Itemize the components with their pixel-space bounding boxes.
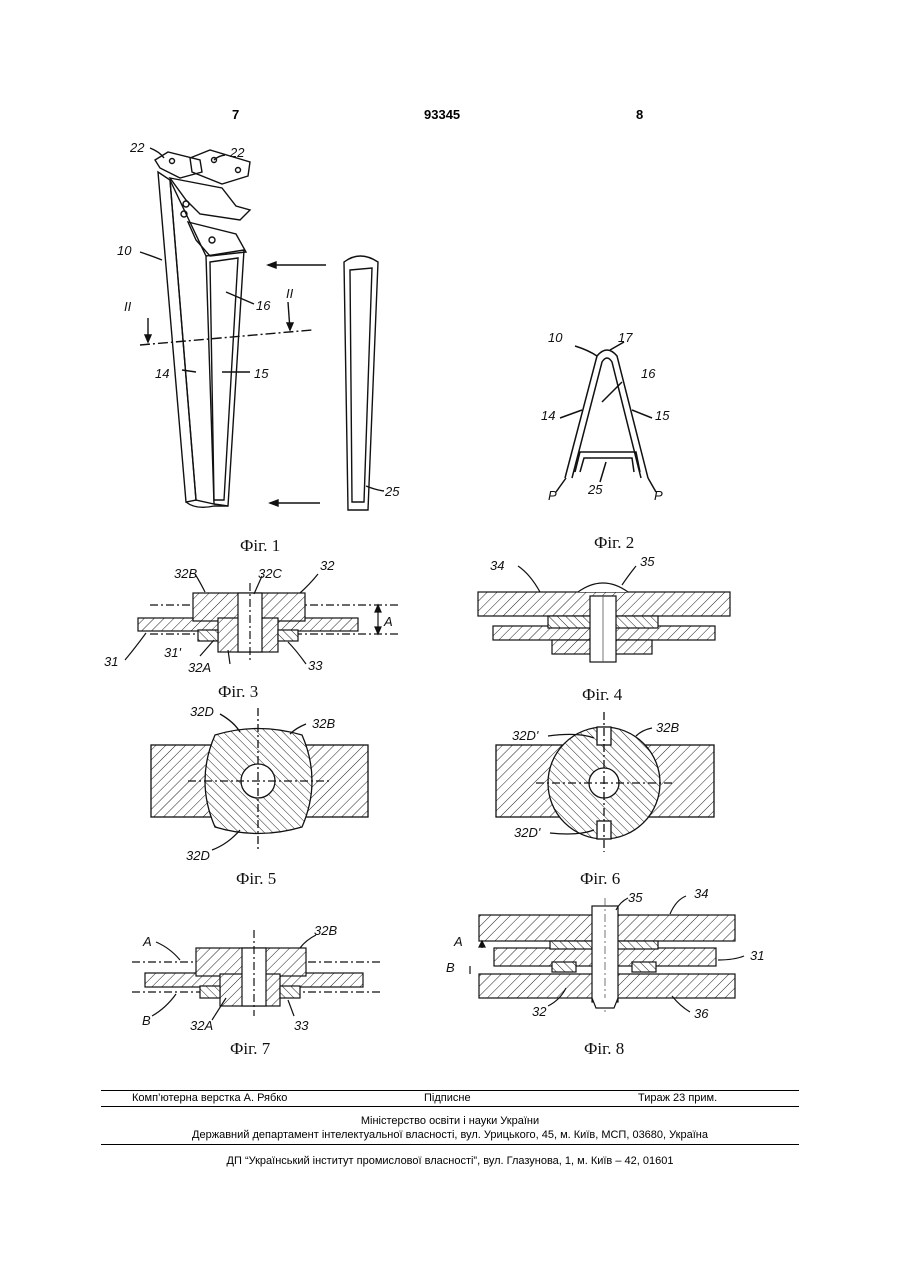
fig7-label-a: A — [142, 934, 152, 949]
fig6-label-32d-prime-bottom: 32D' — [514, 825, 541, 840]
footer-bottom-rule — [101, 1144, 799, 1145]
footer-institute: ДП “Український інститут промислової вла… — [101, 1155, 799, 1167]
fig3-label-33: 33 — [308, 658, 323, 673]
fig2-label-14: 14 — [541, 408, 555, 423]
fig1-label-II-left: II — [124, 299, 132, 314]
fig4-label-34: 34 — [490, 558, 504, 573]
fig1-label-22a: 22 — [129, 140, 145, 155]
figure-2 — [556, 342, 656, 492]
fig1-label-16: 16 — [256, 298, 271, 313]
footer-ministry: Міністерство освіти і науки України — [101, 1115, 799, 1127]
fig8-label-36: 36 — [694, 1006, 709, 1021]
fig8-caption: Фіг. 8 — [584, 1039, 624, 1058]
footer-layout-credit: Комп’ютерна верстка А. Рябко — [132, 1092, 287, 1104]
fig8-label-b: B — [446, 960, 455, 975]
footer-signed: Підписне — [424, 1092, 471, 1104]
fig6-caption: Фіг. 6 — [580, 869, 620, 888]
figure-4 — [478, 566, 730, 662]
fig2-label-p-right: P — [654, 488, 663, 503]
fig8-label-a: A — [453, 934, 463, 949]
footer-department: Державний департамент інтелектуальної вл… — [101, 1129, 799, 1141]
fig3-label-32b: 32B — [174, 566, 197, 581]
figure-7 — [132, 930, 380, 1020]
fig6-label-32b: 32B — [656, 720, 679, 735]
fig2-label-16: 16 — [641, 366, 656, 381]
figure-1 — [140, 148, 384, 510]
footer-circulation: Тираж 23 прим. — [638, 1092, 717, 1104]
fig7-label-32a: 32A — [190, 1018, 213, 1033]
figure-5 — [151, 708, 368, 850]
patent-drawings: 22 22 10 II II 16 14 15 25 Фіг. 1 10 17 … — [0, 0, 901, 1090]
fig7-label-b: B — [142, 1013, 151, 1028]
fig3-label-31-prime: 31' — [164, 645, 181, 660]
fig8-label-32: 32 — [532, 1004, 547, 1019]
fig2-label-17: 17 — [618, 330, 633, 345]
fig5-label-32b: 32B — [312, 716, 335, 731]
fig2-caption: Фіг. 2 — [594, 533, 634, 552]
fig7-label-33: 33 — [294, 1018, 309, 1033]
fig8-label-31: 31 — [750, 948, 764, 963]
fig1-label-15: 15 — [254, 366, 269, 381]
fig3-label-32a: 32A — [188, 660, 211, 675]
fig3-label-31: 31 — [104, 654, 118, 669]
fig4-caption: Фіг. 4 — [582, 685, 623, 704]
footer-top-rule — [101, 1090, 799, 1091]
fig8-label-34: 34 — [694, 886, 708, 901]
fig2-label-p-left: P — [548, 488, 557, 503]
fig1-label-10: 10 — [117, 243, 132, 258]
figure-8 — [470, 896, 744, 1012]
fig1-caption: Фіг. 1 — [240, 536, 280, 555]
fig1-label-II-right: II — [286, 286, 294, 301]
fig1-label-22b: 22 — [229, 145, 245, 160]
fig3-label-32: 32 — [320, 558, 335, 573]
fig2-label-15: 15 — [655, 408, 670, 423]
fig1-label-14: 14 — [155, 366, 169, 381]
fig7-label-32b: 32B — [314, 923, 337, 938]
fig3-label-32c: 32C — [258, 566, 282, 581]
fig5-label-32d-bottom: 32D — [186, 848, 210, 863]
fig5-caption: Фіг. 5 — [236, 869, 276, 888]
footer-mid-rule — [101, 1106, 799, 1107]
fig4-label-35: 35 — [640, 554, 655, 569]
fig5-label-32d-top: 32D — [190, 704, 214, 719]
fig3-caption: Фіг. 3 — [218, 682, 258, 701]
fig8-label-35: 35 — [628, 890, 643, 905]
fig2-label-25: 25 — [587, 482, 603, 497]
fig2-label-10: 10 — [548, 330, 563, 345]
fig7-caption: Фіг. 7 — [230, 1039, 271, 1058]
fig6-label-32d-prime-top: 32D' — [512, 728, 539, 743]
fig3-label-a: A — [383, 614, 393, 629]
fig1-label-25: 25 — [384, 484, 400, 499]
